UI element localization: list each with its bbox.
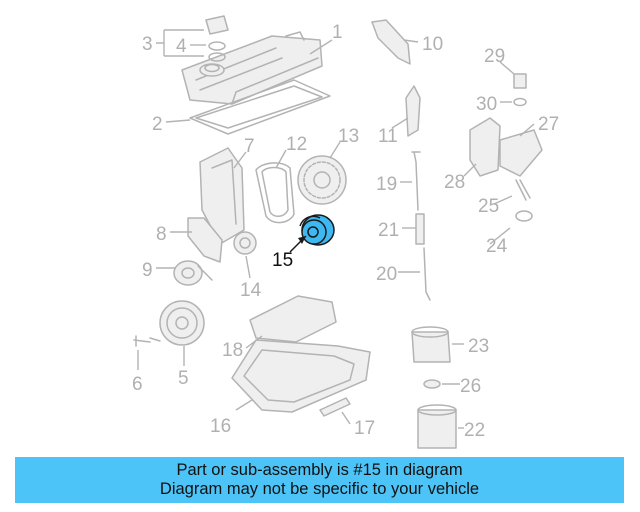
callout-26[interactable]: 26 (460, 376, 481, 397)
part-washer[interactable] (513, 97, 527, 107)
part-upper-cover[interactable] (371, 19, 411, 65)
callout-17[interactable]: 17 (354, 418, 375, 439)
part-rear-cover[interactable] (187, 217, 223, 263)
callout-28[interactable]: 28 (444, 172, 465, 193)
callout-30[interactable]: 30 (476, 94, 497, 115)
part-o-ring[interactable] (515, 210, 533, 222)
leader-15-arrow (298, 236, 306, 244)
callout-18[interactable]: 18 (222, 340, 243, 361)
part-sender[interactable] (513, 73, 527, 89)
callout-21[interactable]: 21 (378, 220, 399, 241)
part-oil-filter[interactable] (417, 404, 457, 449)
part-15-highlighted[interactable] (299, 214, 335, 246)
part-pickup-tube[interactable] (423, 247, 431, 301)
callout-12[interactable]: 12 (286, 134, 307, 155)
part-bracket[interactable] (405, 85, 421, 137)
callout-10[interactable]: 10 (422, 34, 443, 55)
part-spring[interactable] (515, 179, 531, 201)
part-crank-pulley[interactable] (159, 300, 205, 346)
part-timing-belt[interactable] (255, 162, 295, 224)
leader-lines (137, 29, 535, 429)
part-dipstick-tube[interactable] (415, 213, 425, 245)
callout-1[interactable]: 1 (332, 22, 343, 43)
callout-5[interactable]: 5 (178, 368, 189, 389)
banner-line-1: Part or sub-assembly is #15 in diagram (176, 461, 463, 479)
banner-line-2: Diagram may not be specific to your vehi… (159, 480, 480, 498)
part-gasket-ring[interactable] (423, 379, 441, 389)
callout-9[interactable]: 9 (142, 260, 153, 281)
callout-numbers: 1 2 3 4 5 6 7 8 9 10 11 12 13 14 15 16 1… (132, 22, 559, 441)
part-valve-cover-gasket[interactable] (189, 79, 331, 135)
info-banner: Part or sub-assembly is #15 in diagram D… (15, 457, 624, 503)
part-oil-pump[interactable] (469, 117, 543, 177)
callout-25[interactable]: 25 (478, 196, 499, 217)
part-sealant-tube[interactable] (319, 397, 351, 417)
part-oil-cap[interactable] (205, 15, 229, 62)
part-cam-gear[interactable] (297, 155, 347, 205)
part-filter-housing[interactable] (411, 326, 451, 363)
callout-20[interactable]: 20 (376, 264, 397, 285)
callout-16[interactable]: 16 (210, 416, 231, 437)
callout-13[interactable]: 13 (338, 126, 359, 147)
part-bolt[interactable] (133, 335, 161, 347)
callout-15[interactable]: 15 (272, 250, 293, 271)
callout-29[interactable]: 29 (484, 46, 505, 67)
part-dipstick[interactable] (411, 151, 421, 211)
callout-3[interactable]: 3 (142, 34, 153, 55)
callout-2[interactable]: 2 (152, 114, 163, 135)
part-valve-cover[interactable] (181, 31, 323, 105)
callout-19[interactable]: 19 (376, 174, 397, 195)
callout-11[interactable]: 11 (378, 126, 398, 147)
callout-4[interactable]: 4 (176, 36, 187, 57)
callout-22[interactable]: 22 (464, 420, 485, 441)
callout-23[interactable]: 23 (468, 336, 489, 357)
part-crank-gear[interactable] (233, 231, 257, 255)
callout-6[interactable]: 6 (132, 374, 143, 395)
part-oil-pan[interactable] (231, 339, 371, 413)
part-timing-cover[interactable] (199, 147, 245, 245)
callout-8[interactable]: 8 (156, 224, 167, 245)
callout-14[interactable]: 14 (240, 280, 262, 301)
callout-7[interactable]: 7 (244, 136, 255, 157)
callout-27[interactable]: 27 (538, 114, 559, 135)
part-tensioner[interactable] (173, 260, 213, 286)
parts-diagram: 1 2 3 4 5 6 7 8 9 10 11 12 13 14 15 16 1… (132, 15, 559, 449)
part-baffle[interactable] (249, 295, 337, 343)
callout-24[interactable]: 24 (486, 236, 508, 257)
